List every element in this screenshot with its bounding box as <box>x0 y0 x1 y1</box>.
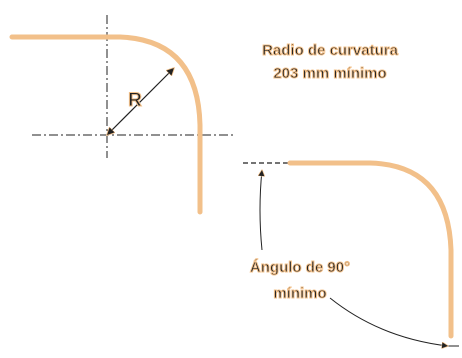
angle-arc-lower <box>329 297 448 346</box>
radius-symbol: R <box>128 90 142 111</box>
radius-figure: R <box>9 15 235 215</box>
angle-caption-line2: mínimo <box>273 285 326 302</box>
radius-caption-line2: 203 mm mínimo <box>273 65 386 82</box>
angle-caption: Ángulo de 90° mínimo <box>249 259 350 303</box>
angle-arc-upper <box>260 170 262 251</box>
angle-figure <box>243 160 459 346</box>
radius-arrow <box>107 68 174 135</box>
cable-bend-top <box>9 34 203 215</box>
radius-caption-line1: Radio de curvatura <box>262 42 399 59</box>
cable-bend-bottom <box>287 160 454 339</box>
radius-caption: Radio de curvatura 203 mm mínimo <box>262 42 400 83</box>
angle-caption-line1: Ángulo de 90° <box>250 259 350 276</box>
